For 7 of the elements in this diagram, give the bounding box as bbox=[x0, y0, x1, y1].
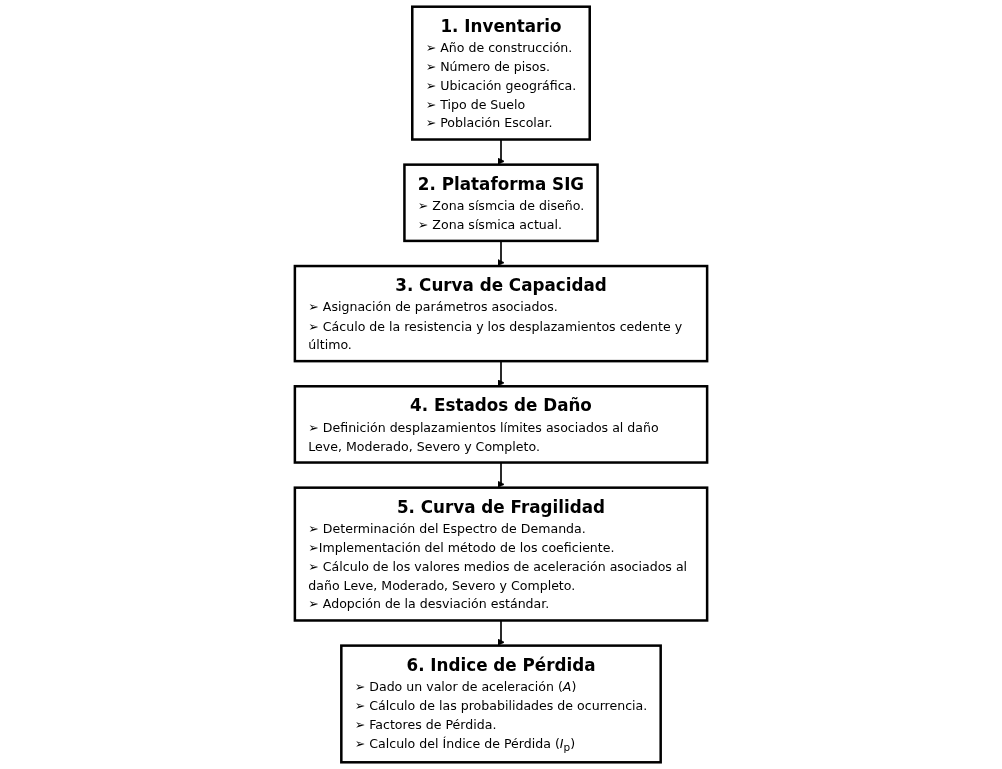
node-box: 5. Curva de Fragilidad ➢ Determinación del Espectro de Demanda. ➢Implementación del método de los coeficiente. ➢ Cálculo de los valores medios de aceleración asociados al daño Leve, Moderado, Severo y Completo. ➢ Adopción de la desviación estándar. bbox=[293, 486, 709, 622]
node-box: 4. Estados de Daño ➢ Definición desplazamientos límites asociados al daño Leve, Moderado, Severo y Completo. bbox=[293, 385, 709, 464]
arrow bbox=[497, 240, 505, 267]
node-box: 6. Indice de Pérdida ➢ Dado un valor de aceleración (A) ➢ Cálculo de las probabilidades de ocurrencia. ➢ Factores de Pérdida. ➢ Calculo del Índice de Pérdida (I$_{p}$) bbox=[340, 644, 662, 764]
node-box: 2. Plataforma SIG ➢ Zona sísmcia de diseño. ➢ Zona sísmica actual. bbox=[403, 163, 599, 243]
node-box: 3. Curva de Capacidad ➢ Asignación de parámetros asociados. ➢ Cáculo de la resistencia y los desplazamientos cedente y último. bbox=[293, 264, 709, 363]
node-box: 1. Inventario ➢ Año de construcción. ➢ Número de pisos. ➢ Ubicación geográfica. ➢ Tipo de Suelo ➢ Población Escolar. bbox=[411, 5, 591, 141]
